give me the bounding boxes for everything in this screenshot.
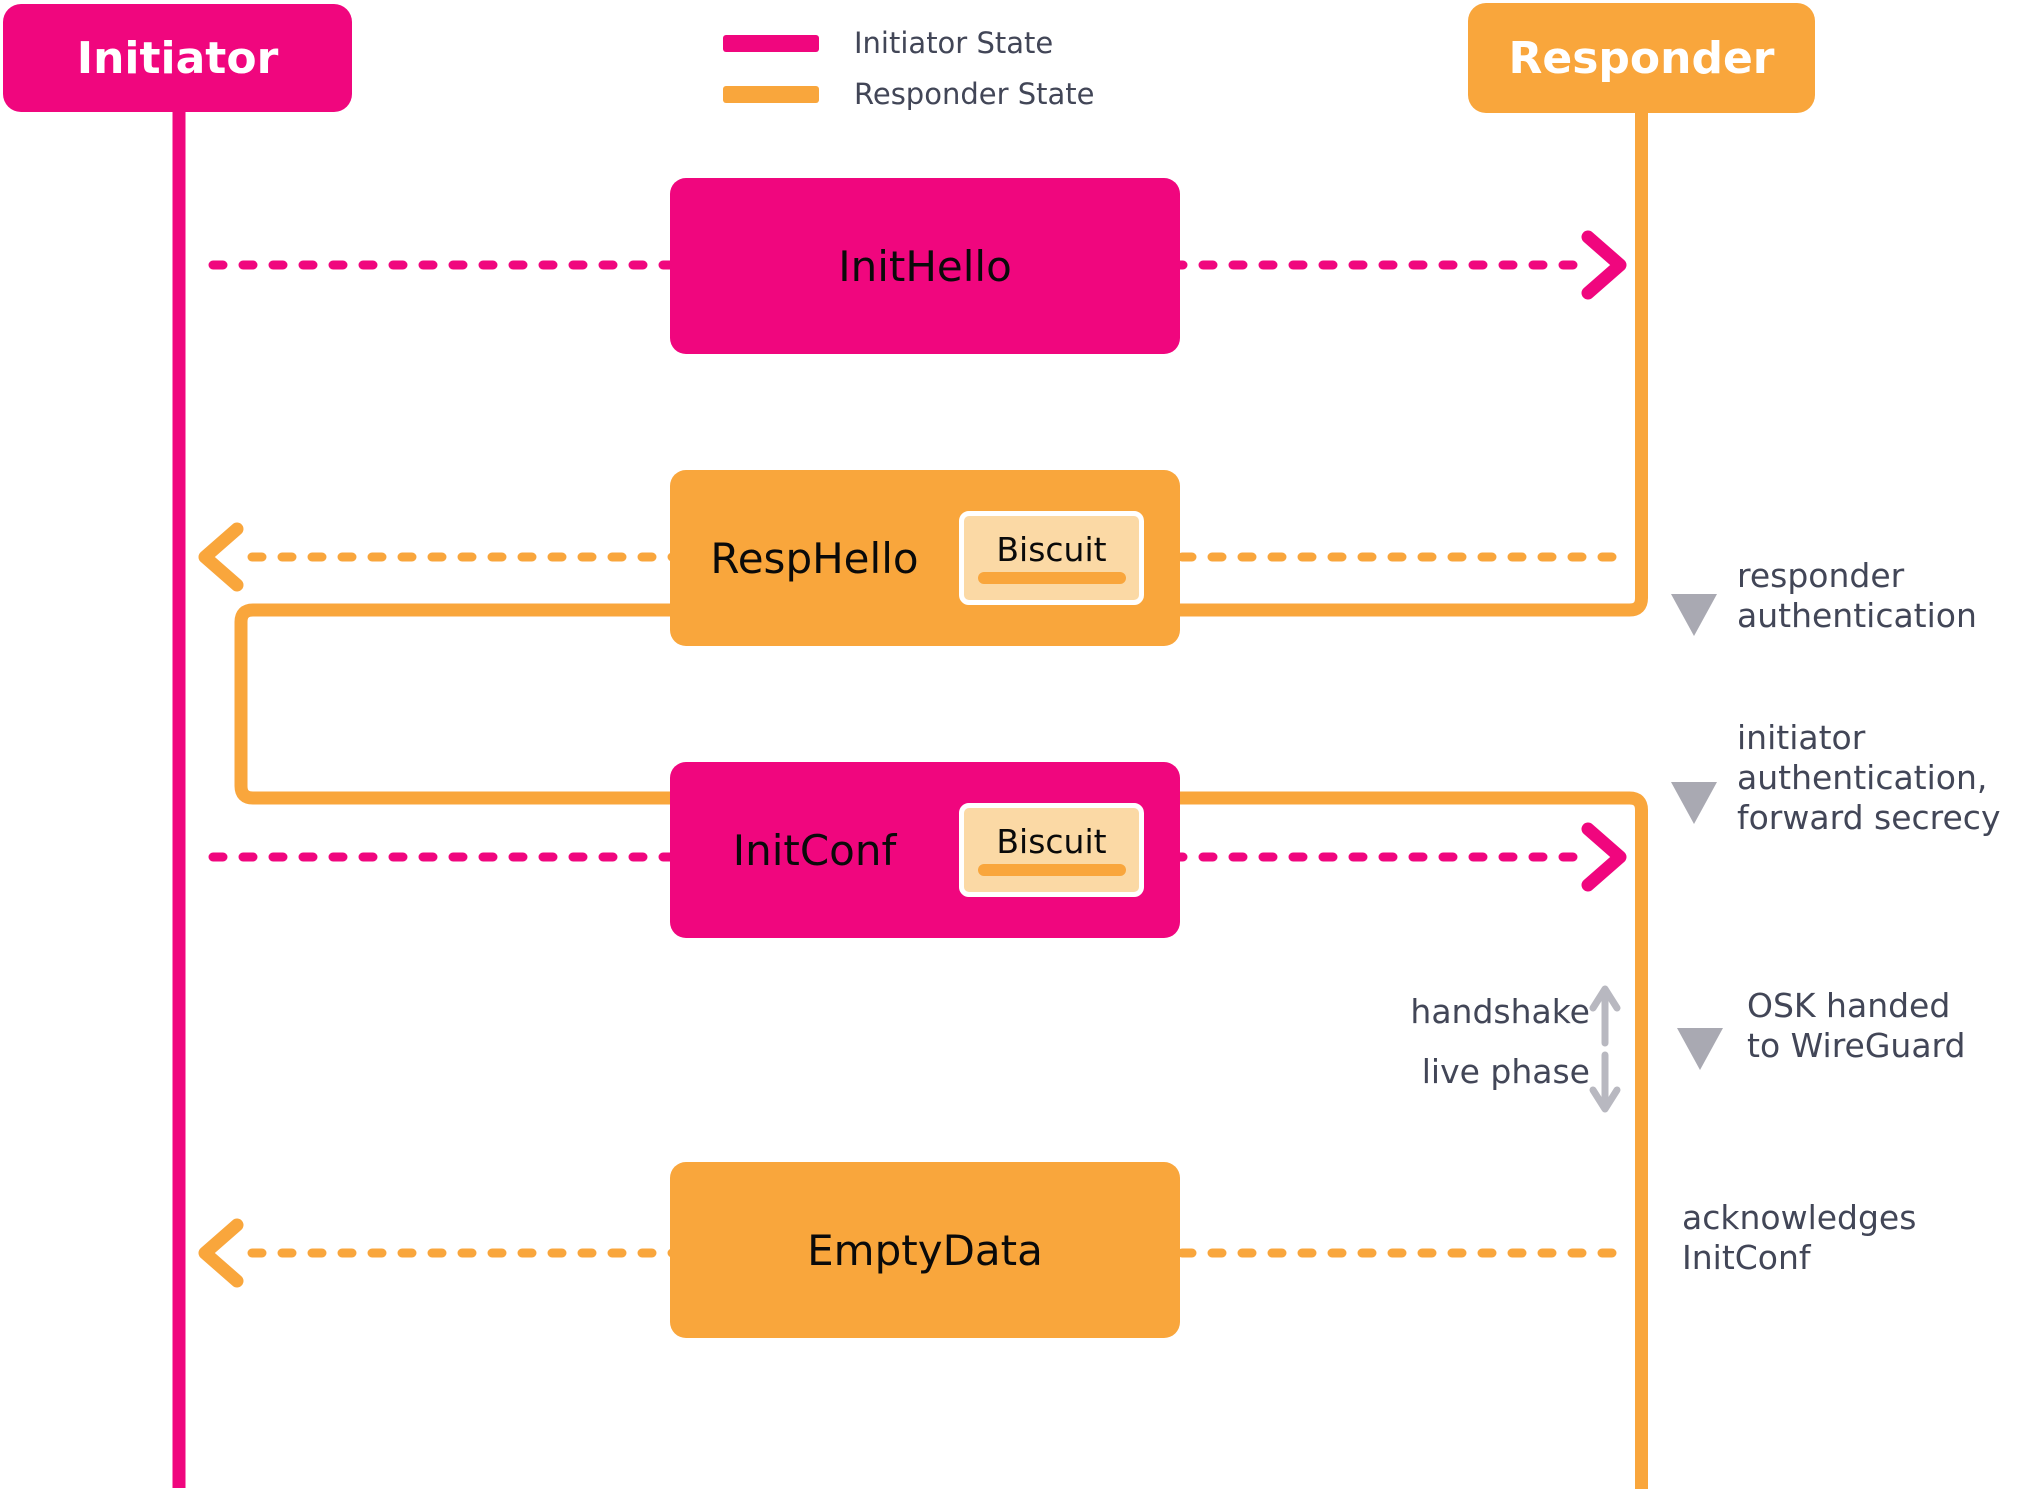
biscuit-label: Biscuit xyxy=(996,529,1107,569)
message-box-emptydata: EmptyData xyxy=(670,1162,1180,1338)
initiator-state-swatch-icon xyxy=(723,34,819,52)
message-label: InitHello xyxy=(838,241,1012,291)
responder-auth-triangle-icon xyxy=(1671,594,1717,636)
annotation-handshake-phase: handshake xyxy=(1250,992,1590,1032)
annotation-live-phase: live phase xyxy=(1250,1052,1590,1092)
legend-label: Responder State xyxy=(854,77,1095,111)
biscuit-chip: Biscuit xyxy=(959,803,1144,897)
annotation-responder-authentication: responder authentication xyxy=(1737,556,1977,636)
legend-label: Initiator State xyxy=(854,26,1054,60)
live-phase-down-arrow-icon xyxy=(1589,1051,1621,1113)
responder-lifeline-state-line xyxy=(234,100,1648,1489)
annotation-line: forward secrecy xyxy=(1737,798,2001,837)
message-label: InitConf xyxy=(732,825,897,875)
annotation-line: InitConf xyxy=(1682,1238,1811,1277)
annotation-line: handshake xyxy=(1410,992,1590,1031)
emptydata-arrowhead-icon xyxy=(198,1218,244,1288)
legend: Initiator State Responder State xyxy=(723,26,1094,128)
annotation-line: acknowledges xyxy=(1682,1198,1917,1237)
legend-item-initiator-state: Initiator State xyxy=(723,26,1094,60)
osk-triangle-icon xyxy=(1677,1028,1723,1070)
inithello-arrowhead-icon xyxy=(1581,230,1627,300)
resphello-arrowhead-icon xyxy=(198,522,244,592)
message-label: RespHello xyxy=(710,533,919,583)
message-label: EmptyData xyxy=(807,1225,1043,1275)
annotation-osk-handed-to-wireguard: OSK handed to WireGuard xyxy=(1747,986,1965,1066)
annotation-acknowledges-initconf: acknowledges InitConf xyxy=(1682,1198,1916,1278)
responder-state-swatch-icon xyxy=(723,85,819,103)
initiator-actor-box: Initiator xyxy=(3,4,352,112)
annotation-line: live phase xyxy=(1421,1052,1590,1091)
annotation-line: OSK handed xyxy=(1747,986,1951,1025)
annotation-line: authentication, xyxy=(1737,758,1988,797)
message-box-resphello: RespHello Biscuit xyxy=(670,470,1180,646)
responder-actor-label: Responder xyxy=(1508,32,1775,84)
legend-item-responder-state: Responder State xyxy=(723,77,1094,111)
biscuit-chip: Biscuit xyxy=(959,511,1144,605)
annotation-line: responder xyxy=(1737,556,1905,595)
initiator-actor-label: Initiator xyxy=(76,32,279,84)
message-box-initconf: InitConf Biscuit xyxy=(670,762,1180,938)
biscuit-label: Biscuit xyxy=(996,821,1107,861)
initconf-arrowhead-icon xyxy=(1581,822,1627,892)
message-box-inithello: InitHello xyxy=(670,178,1180,354)
annotation-line: authentication xyxy=(1737,596,1977,635)
annotation-line: initiator xyxy=(1737,718,1866,757)
biscuit-bar-icon xyxy=(977,571,1126,584)
handshake-up-arrow-icon xyxy=(1589,985,1621,1047)
annotation-line: to WireGuard xyxy=(1747,1026,1966,1065)
initiator-auth-triangle-icon xyxy=(1671,782,1717,824)
biscuit-bar-icon xyxy=(977,863,1126,876)
annotation-initiator-authentication: initiator authentication, forward secrec… xyxy=(1737,718,2000,838)
responder-actor-box: Responder xyxy=(1468,3,1815,113)
